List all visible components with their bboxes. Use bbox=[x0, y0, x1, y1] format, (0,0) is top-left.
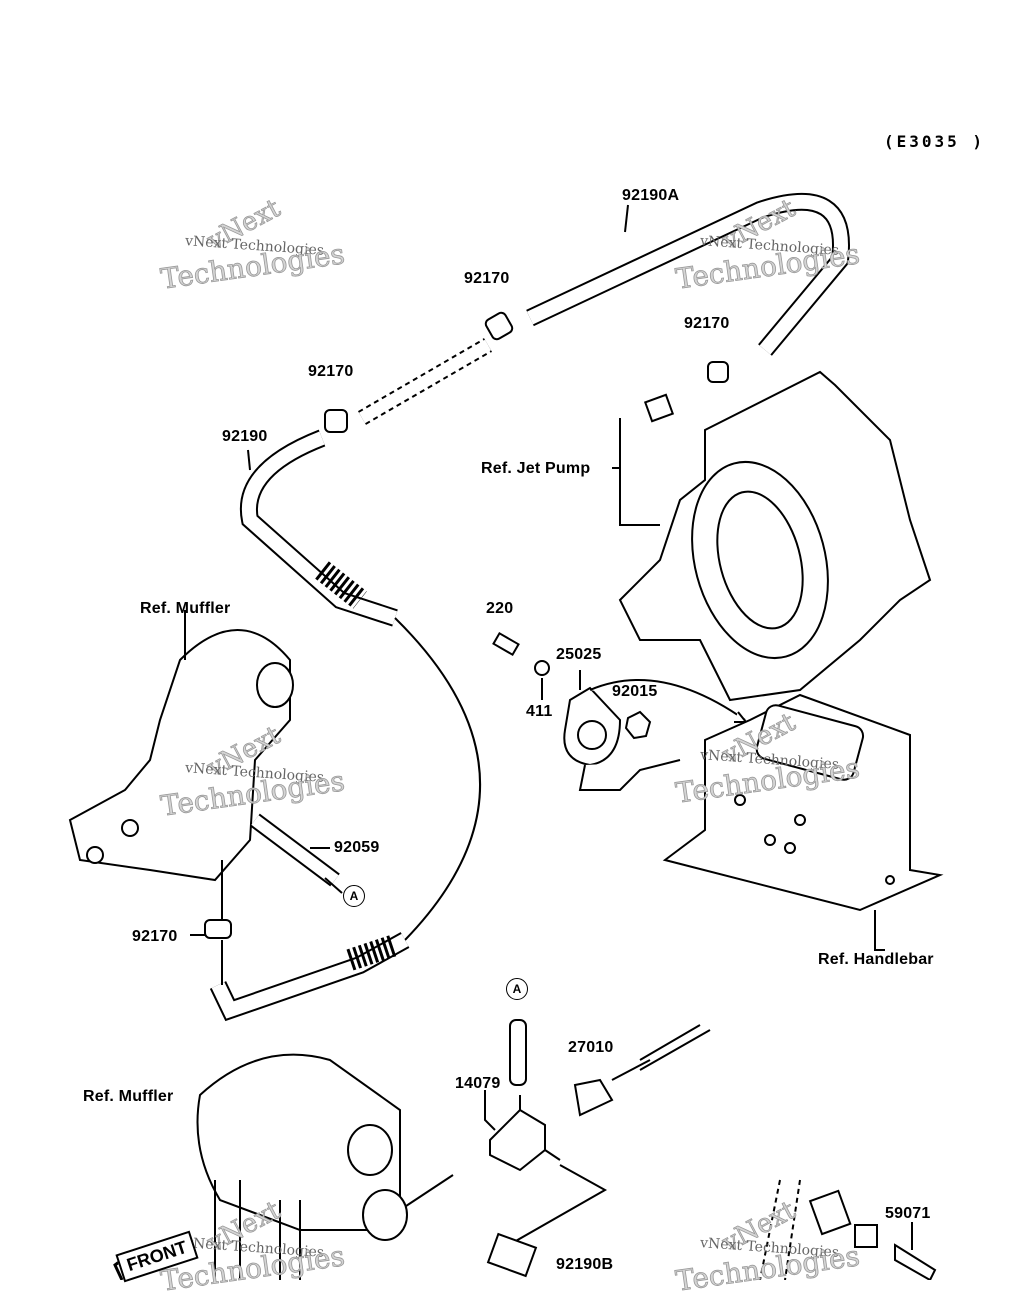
handlebar-mount bbox=[662, 693, 944, 951]
marker-a-upper: A bbox=[343, 885, 365, 907]
hose-92190 bbox=[209, 429, 482, 1022]
sensor-parts bbox=[492, 631, 749, 791]
label-411: 411 bbox=[526, 703, 553, 720]
label-ref-muffler-lower: Ref. Muffler bbox=[83, 1088, 174, 1105]
label-92170-left: 92170 bbox=[308, 363, 354, 380]
hose-92190a bbox=[526, 192, 850, 356]
label-92190a: 92190A bbox=[622, 187, 680, 204]
label-92190: 92190 bbox=[222, 428, 268, 445]
label-ref-muffler-upper: Ref. Muffler bbox=[140, 600, 231, 617]
label-27010: 27010 bbox=[568, 1039, 614, 1056]
label-220: 220 bbox=[486, 600, 514, 617]
label-92170-top: 92170 bbox=[464, 270, 510, 287]
jet-pump bbox=[612, 370, 932, 702]
label-92015: 92015 bbox=[612, 683, 658, 700]
label-92190b: 92190B bbox=[556, 1256, 614, 1273]
label-ref-jet-pump: Ref. Jet Pump bbox=[481, 460, 591, 477]
label-92170-lower: 92170 bbox=[132, 928, 178, 945]
diagram-code: (E3035 ) bbox=[884, 132, 986, 151]
label-59071: 59071 bbox=[885, 1205, 931, 1222]
label-92170-right: 92170 bbox=[684, 315, 730, 332]
label-ref-handlebar: Ref. Handlebar bbox=[818, 951, 934, 968]
label-92059: 92059 bbox=[334, 839, 380, 856]
muffler-upper bbox=[68, 610, 343, 985]
clamps bbox=[204, 311, 729, 939]
label-25025: 25025 bbox=[556, 646, 602, 663]
label-14079: 14079 bbox=[455, 1075, 501, 1092]
lower-parts bbox=[196, 1019, 937, 1280]
marker-a-lower: A bbox=[506, 978, 528, 1000]
